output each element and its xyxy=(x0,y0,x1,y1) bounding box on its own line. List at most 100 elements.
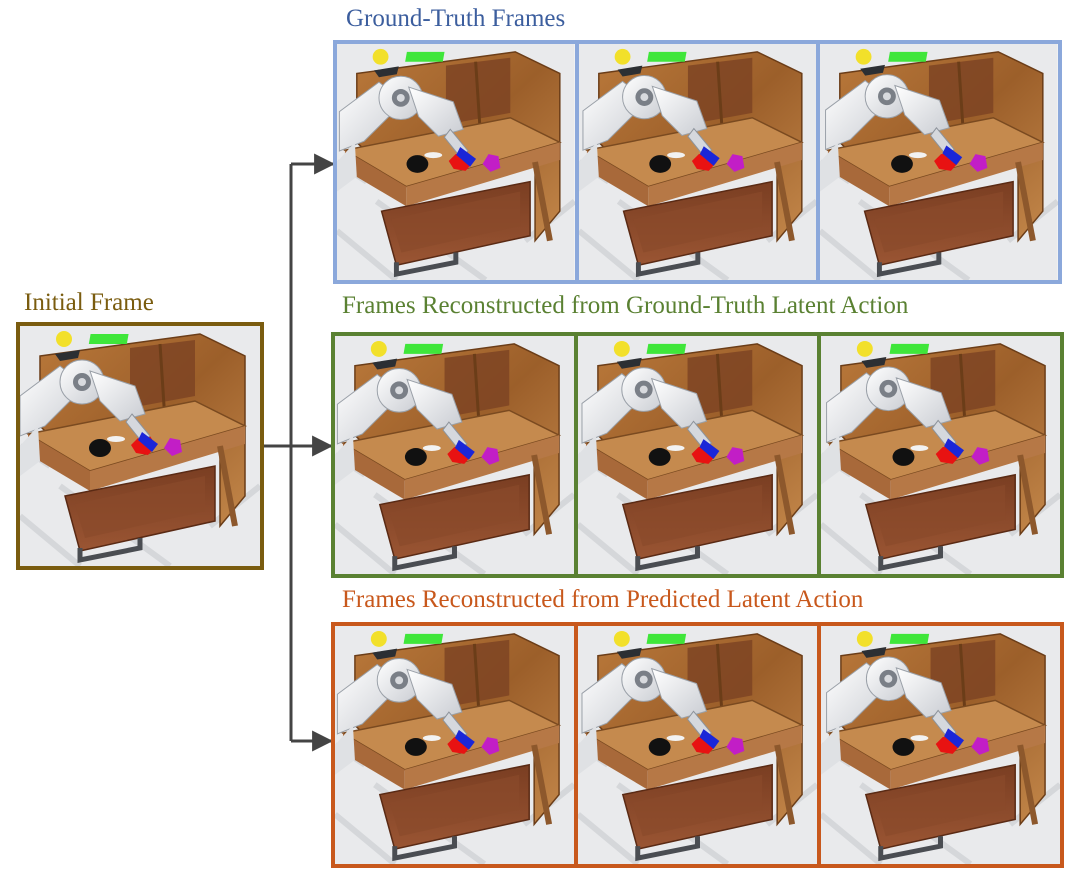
yellow-ball-icon xyxy=(614,48,631,65)
table-leg xyxy=(532,161,553,242)
base-pedestal xyxy=(821,725,841,775)
green-block-icon xyxy=(405,51,445,62)
magenta-cube-icon xyxy=(726,447,745,465)
robot-arm-icon xyxy=(336,648,475,750)
robot-arm-icon xyxy=(825,64,963,166)
blue-gripper-icon xyxy=(944,728,965,749)
black-hole-icon xyxy=(648,738,671,756)
base-pedestal xyxy=(337,142,357,192)
initial-frame xyxy=(20,326,260,566)
drawer-inner xyxy=(75,476,205,538)
black-hole-icon xyxy=(892,448,915,466)
table-front xyxy=(585,733,648,790)
green-block-icon xyxy=(888,51,928,62)
base-pedestal xyxy=(20,426,40,476)
yellow-ball-icon xyxy=(370,340,387,357)
ground-truth-frame-3 xyxy=(816,44,1059,280)
drawer-handle xyxy=(77,538,143,564)
robot-arm-icon xyxy=(826,357,965,459)
black-hole-icon xyxy=(406,155,429,173)
ground-truth-frames-box xyxy=(333,40,1062,284)
blue-gripper-icon xyxy=(699,729,720,749)
green-block-icon xyxy=(646,633,687,644)
white-puck xyxy=(107,436,125,442)
green-block-icon xyxy=(88,334,129,344)
drawer-handle xyxy=(635,546,700,572)
table-front xyxy=(828,733,891,790)
drawer-inner xyxy=(633,191,762,253)
magenta-cube-icon xyxy=(481,737,500,755)
drawer-handle xyxy=(878,546,943,572)
table-front xyxy=(586,150,648,207)
table-leg xyxy=(1017,454,1039,535)
table-leg xyxy=(1017,744,1039,825)
drawer-inner xyxy=(391,191,521,253)
blue-gripper-icon xyxy=(944,438,965,459)
table-leg xyxy=(1015,161,1037,242)
white-puck xyxy=(666,445,685,452)
base-pedestal xyxy=(821,435,841,485)
ground-truth-frame-2 xyxy=(574,44,817,280)
drawer-inner xyxy=(875,484,1006,547)
green-block-icon xyxy=(646,51,687,62)
reconstructed-pred-frames-box xyxy=(331,622,1064,868)
table-front-right xyxy=(647,725,803,790)
table-leg xyxy=(531,454,553,535)
table-front-right xyxy=(890,435,1046,500)
reconstructed-pred-frame-3 xyxy=(817,626,1060,864)
reconstructed-gt-label: Frames Reconstructed from Ground-Truth L… xyxy=(342,292,909,319)
table-front-right xyxy=(404,725,560,790)
reconstructed-pred-frame-2 xyxy=(574,626,817,864)
green-block-icon xyxy=(889,343,930,354)
table-front xyxy=(28,434,90,491)
robot-arm-icon xyxy=(581,647,720,749)
table-front xyxy=(344,150,407,207)
ground-truth-label: Ground-Truth Frames xyxy=(346,5,566,32)
white-puck xyxy=(422,445,441,452)
robot-arm-icon xyxy=(582,65,720,166)
magenta-cube-icon xyxy=(726,737,745,755)
table-front xyxy=(828,443,891,500)
table-front xyxy=(585,443,648,500)
robot-arm-icon xyxy=(826,647,965,749)
table-leg xyxy=(774,744,796,825)
reconstructed-pred-label: Frames Reconstructed from Predicted Late… xyxy=(342,586,864,613)
green-block-icon xyxy=(403,633,444,644)
blue-gripper-icon xyxy=(699,146,720,166)
blue-gripper-icon xyxy=(456,147,477,167)
magenta-cube-icon xyxy=(971,737,990,755)
black-hole-icon xyxy=(404,738,427,756)
robot-arm-icon xyxy=(20,350,158,452)
blue-gripper-icon xyxy=(454,729,475,750)
drawer-inner xyxy=(632,484,763,547)
magenta-cube-icon xyxy=(969,154,988,172)
table-front-right xyxy=(890,725,1046,790)
white-puck xyxy=(910,735,929,742)
drawer-handle xyxy=(878,836,943,862)
blue-gripper-icon xyxy=(138,432,158,452)
drawer-handle xyxy=(635,252,700,278)
blue-gripper-icon xyxy=(454,439,475,460)
black-hole-icon xyxy=(89,439,111,457)
white-puck xyxy=(666,735,685,742)
initial-frame-label: Initial Frame xyxy=(24,289,154,316)
table-front-right xyxy=(889,142,1044,207)
table-leg xyxy=(774,454,796,535)
drawer-inner xyxy=(874,191,1004,253)
drawer-handle xyxy=(392,836,457,862)
magenta-cube-icon xyxy=(482,154,501,172)
magenta-cube-icon xyxy=(164,438,182,456)
black-hole-icon xyxy=(648,448,671,466)
table-front xyxy=(342,443,405,500)
white-puck xyxy=(666,152,685,159)
base-pedestal xyxy=(578,725,598,775)
yellow-ball-icon xyxy=(613,340,630,357)
base-pedestal xyxy=(578,435,598,485)
table-front-right xyxy=(647,435,803,500)
magenta-cube-icon xyxy=(971,447,990,465)
table-leg xyxy=(531,744,553,825)
table-front xyxy=(342,733,405,790)
base-pedestal xyxy=(335,435,355,485)
drawer-inner xyxy=(875,774,1006,837)
table-front xyxy=(828,150,890,207)
